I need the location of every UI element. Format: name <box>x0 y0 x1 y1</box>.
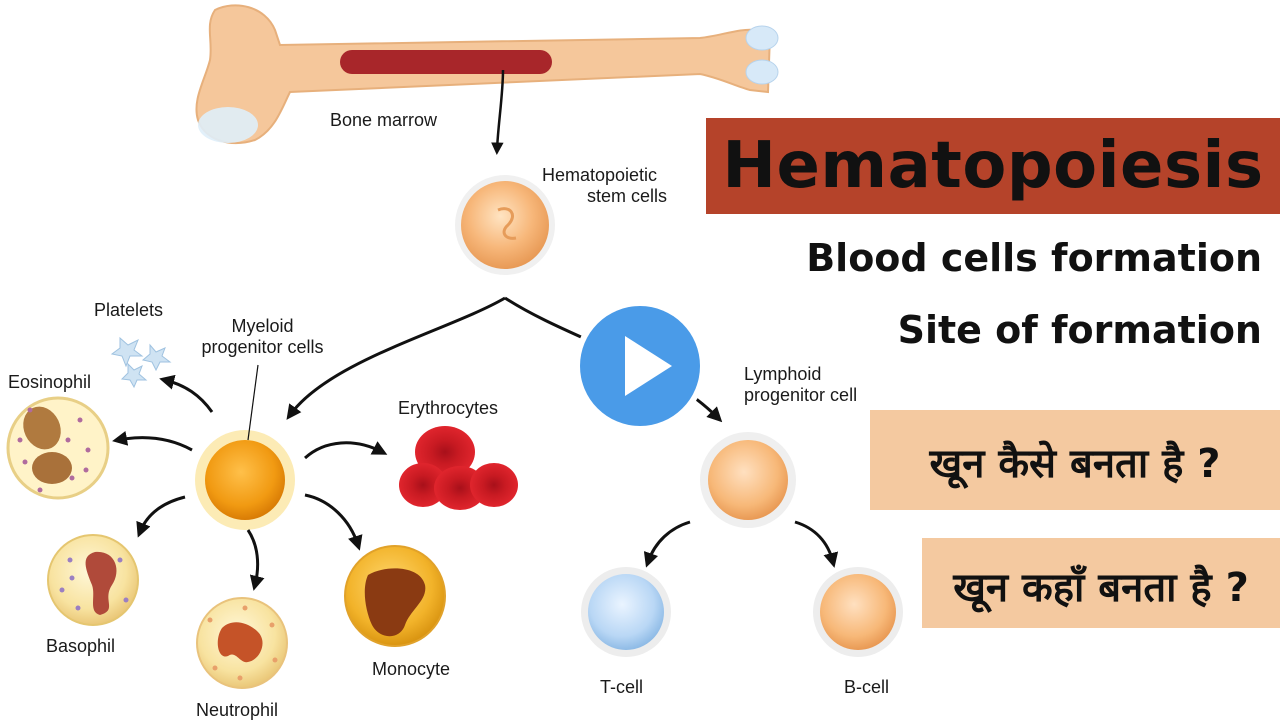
label-tcell: T-cell <box>600 677 644 697</box>
arrow-to-erythrocytes <box>303 441 388 460</box>
hindi-question-1: खून कैसे बनता है ? <box>929 441 1221 487</box>
label-lymphoid-line1: Lymphoid <box>744 364 822 384</box>
play-button[interactable] <box>570 296 710 436</box>
label-stem-cells: Hematopoietic stem cells <box>532 165 667 206</box>
eosinophil-cell <box>6 396 110 500</box>
page-title: Hematopoiesis <box>722 129 1264 203</box>
arrow-to-tcell <box>643 520 691 568</box>
label-myeloid-line2: progenitor cells <box>201 336 324 357</box>
arrow-bone-to-stem <box>491 69 505 155</box>
label-lymphoid-line2: progenitor cell <box>744 384 858 405</box>
title-banner: Hematopoiesis <box>706 118 1280 214</box>
label-eosinophil: Eosinophil <box>8 372 92 392</box>
label-platelets: Platelets <box>94 300 164 320</box>
label-lymphoid: Lymphoid progenitor cell <box>744 364 857 405</box>
label-monocyte: Monocyte <box>372 659 451 679</box>
arrow-stem-to-myeloid <box>286 296 506 420</box>
label-bcell: B-cell <box>844 677 890 697</box>
tcell-cell <box>581 567 671 657</box>
platelets-cluster <box>110 336 172 389</box>
arrow-to-neutrophil <box>246 529 265 591</box>
label-basophil: Basophil <box>46 636 116 656</box>
arrow-to-basophil <box>136 495 186 538</box>
bcell-cell <box>813 567 903 657</box>
label-myeloid-line1: Myeloid <box>231 316 294 336</box>
arrow-to-monocyte <box>304 493 363 551</box>
label-erythrocytes: Erythrocytes <box>398 398 499 418</box>
myeloid-cell <box>195 430 295 530</box>
stem-cell <box>455 175 555 275</box>
subtitle-site-of-formation: Site of formation <box>897 308 1262 352</box>
basophil-cell <box>47 534 139 626</box>
label-bone-marrow: Bone marrow <box>330 110 438 130</box>
marrow-band <box>340 50 552 74</box>
erythrocytes-cluster <box>399 426 518 510</box>
hindi-question-box-1: खून कैसे बनता है ? <box>870 410 1280 510</box>
arrow-to-bcell <box>794 520 839 568</box>
play-button-icon <box>574 300 706 432</box>
myeloid-pointer <box>247 364 259 441</box>
label-stem-cells-line2: stem cells <box>586 185 667 206</box>
label-myeloid: Myeloid progenitor cells <box>190 316 335 357</box>
hindi-question-2: खून कहाँ बनता है ? <box>953 565 1249 611</box>
label-neutrophil: Neutrophil <box>196 700 279 720</box>
bone-illustration <box>195 4 779 145</box>
monocyte-cell <box>344 545 446 647</box>
lymphoid-cell <box>700 432 796 528</box>
neutrophil-cell <box>196 597 288 689</box>
hindi-question-box-2: खून कहाँ बनता है ? <box>922 538 1280 628</box>
arrow-to-platelets <box>159 374 214 413</box>
subtitle-blood-cells-formation: Blood cells formation <box>806 236 1262 280</box>
label-stem-cells-line1: Hematopoietic <box>541 165 658 185</box>
arrow-to-eosinophil <box>112 430 193 452</box>
